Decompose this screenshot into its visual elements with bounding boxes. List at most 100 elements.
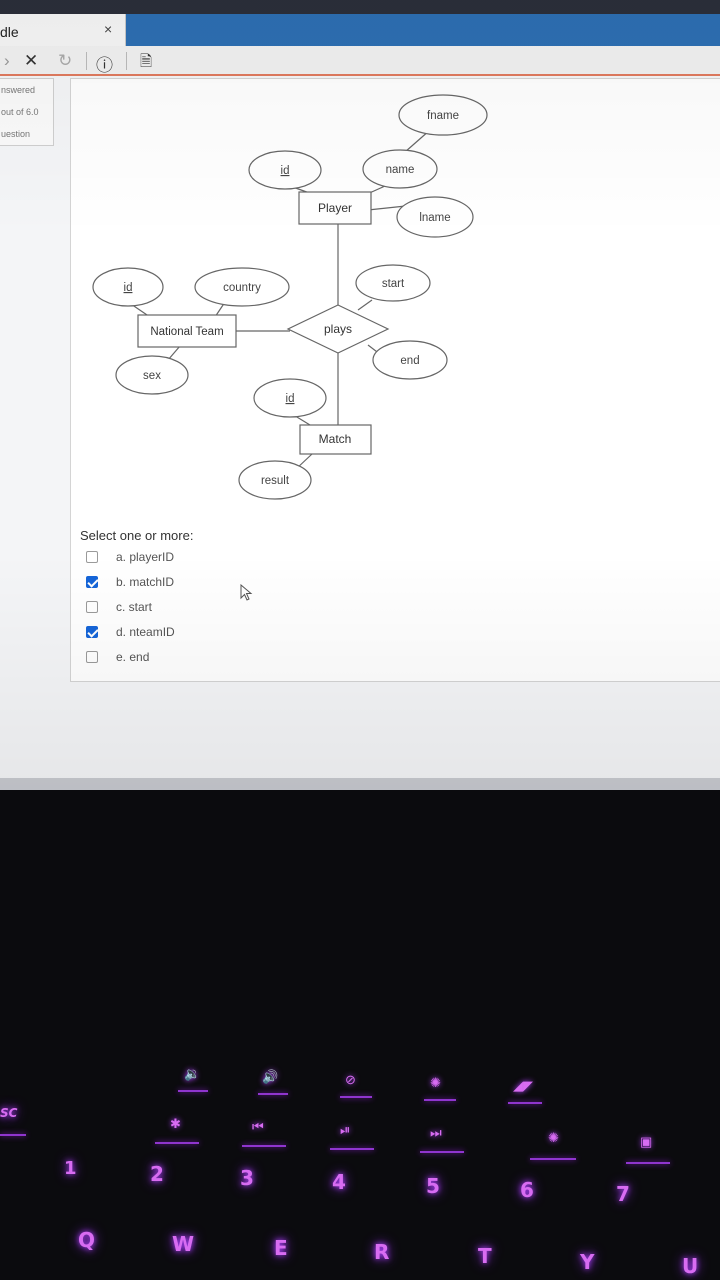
key-q: Q	[78, 1228, 96, 1252]
attr-player-id	[248, 150, 322, 190]
key-5: 5	[426, 1174, 440, 1198]
play-pause-icon: ⏯	[340, 1122, 351, 1137]
key-glow	[424, 1099, 456, 1101]
entity-player-label: Player	[318, 201, 352, 215]
fan-icon: ✺	[430, 1075, 441, 1090]
key-glow	[258, 1093, 288, 1095]
browser-toolbar: › ✕ ↻ ⓘ 🗎	[0, 46, 720, 76]
attr-match-id	[253, 378, 327, 418]
rog-logo-icon: ◢◤	[513, 1078, 533, 1093]
attr-sex-label: sex	[143, 370, 161, 382]
er-diagram: Player National Team Match plays fname i…	[92, 94, 488, 500]
key-6: 6	[520, 1178, 534, 1202]
key-glow	[178, 1090, 208, 1092]
option-b-label: b. matchID	[116, 575, 175, 589]
key-3: 3	[240, 1166, 254, 1190]
attr-lname	[396, 196, 474, 238]
screen-bezel-edge	[0, 778, 720, 790]
question-marks: out of 6.0	[1, 107, 39, 117]
key-7: 7	[616, 1182, 630, 1206]
key-glow	[626, 1162, 670, 1164]
key-glow	[508, 1102, 542, 1104]
toolbar-separator	[86, 52, 87, 70]
key-glow	[330, 1148, 374, 1150]
browser-tab[interactable]: dle ×	[0, 14, 126, 46]
attr-country	[194, 267, 290, 307]
option-d-label: d. nteamID	[116, 625, 175, 639]
attr-sex	[115, 355, 189, 395]
question-prompt: Select one or more:	[80, 528, 194, 543]
attr-end	[372, 340, 448, 380]
option-e[interactable]: e. end	[86, 648, 149, 666]
option-b-checkbox[interactable]	[86, 576, 98, 588]
attr-start	[355, 264, 431, 302]
volume-down-icon: 🔉	[184, 1066, 201, 1081]
attr-team-id-label: id	[124, 282, 133, 294]
attr-result	[238, 460, 312, 500]
key-r: R	[374, 1240, 390, 1264]
option-d[interactable]: d. nteamID	[86, 623, 175, 641]
attr-country-label: country	[223, 282, 261, 294]
key-4: 4	[332, 1170, 346, 1194]
attr-match-id-label: id	[286, 393, 295, 405]
brightness-icon: ✱	[170, 1116, 181, 1131]
key-glow	[242, 1145, 286, 1147]
page-icon[interactable]: 🗎	[140, 53, 153, 70]
key-u: U	[682, 1254, 699, 1278]
entity-national-team-label: National Team	[150, 326, 223, 338]
option-c-checkbox[interactable]	[86, 601, 98, 613]
attr-lname-label: lname	[419, 212, 450, 224]
key-glow	[0, 1134, 26, 1136]
volume-up-icon: 🔊	[262, 1069, 279, 1084]
prev-track-icon: ⏮	[252, 1119, 264, 1134]
tab-strip	[126, 14, 720, 46]
attr-name-label: name	[386, 164, 415, 176]
mouse-cursor-icon	[240, 584, 253, 601]
key-glow	[340, 1096, 372, 1098]
option-d-checkbox[interactable]	[86, 626, 98, 638]
attr-end-label: end	[400, 355, 419, 367]
toolbar-separator	[126, 52, 127, 70]
window-top-edge	[0, 0, 720, 14]
entity-national-team	[137, 314, 237, 348]
relationship-plays-label: plays	[324, 322, 352, 336]
option-e-checkbox[interactable]	[86, 651, 98, 663]
attr-team-id	[92, 267, 164, 307]
key-glow	[530, 1158, 576, 1160]
monitor-screen: dle × › ✕ ↻ ⓘ 🗎 nswered out of 6.0 uesti…	[0, 0, 720, 790]
option-c[interactable]: c. start	[86, 598, 152, 616]
flag-question[interactable]: uestion	[1, 129, 31, 139]
option-b[interactable]: b. matchID	[86, 573, 174, 591]
tab-close-icon[interactable]: ×	[104, 21, 113, 37]
esc-key-label: SC	[0, 1106, 18, 1120]
next-track-icon: ⏭	[430, 1125, 442, 1140]
question-info-box: nswered out of 6.0 uestion	[0, 78, 54, 146]
key-w: W	[172, 1232, 195, 1256]
attr-name	[362, 149, 438, 189]
tab-title: dle	[0, 24, 19, 40]
fan-mode-icon: ✺	[548, 1130, 559, 1145]
option-c-label: c. start	[116, 600, 153, 614]
forward-icon[interactable]: ›	[4, 51, 10, 70]
key-y: Y	[580, 1250, 595, 1274]
attr-start-label: start	[382, 278, 405, 290]
attr-result-label: result	[261, 475, 290, 487]
relationship-plays	[286, 304, 390, 354]
option-e-label: e. end	[116, 650, 150, 664]
entity-match	[299, 424, 372, 455]
screen-capture-icon: ▣	[640, 1134, 653, 1149]
option-a[interactable]: a. playerID	[86, 548, 174, 566]
option-a-label: a. playerID	[116, 550, 175, 564]
key-t: T	[478, 1244, 492, 1268]
reload-icon[interactable]: ↻	[58, 51, 73, 70]
key-2: 2	[150, 1162, 164, 1186]
question-status: nswered	[1, 85, 36, 95]
key-glow	[155, 1142, 199, 1144]
attr-fname	[398, 94, 488, 136]
option-a-checkbox[interactable]	[86, 551, 98, 563]
key-1: 1	[64, 1158, 77, 1179]
info-icon[interactable]: ⓘ	[96, 56, 113, 75]
stop-icon[interactable]: ✕	[24, 51, 39, 70]
mic-mute-icon: ⊘	[345, 1072, 356, 1087]
entity-match-label: Match	[319, 432, 352, 446]
